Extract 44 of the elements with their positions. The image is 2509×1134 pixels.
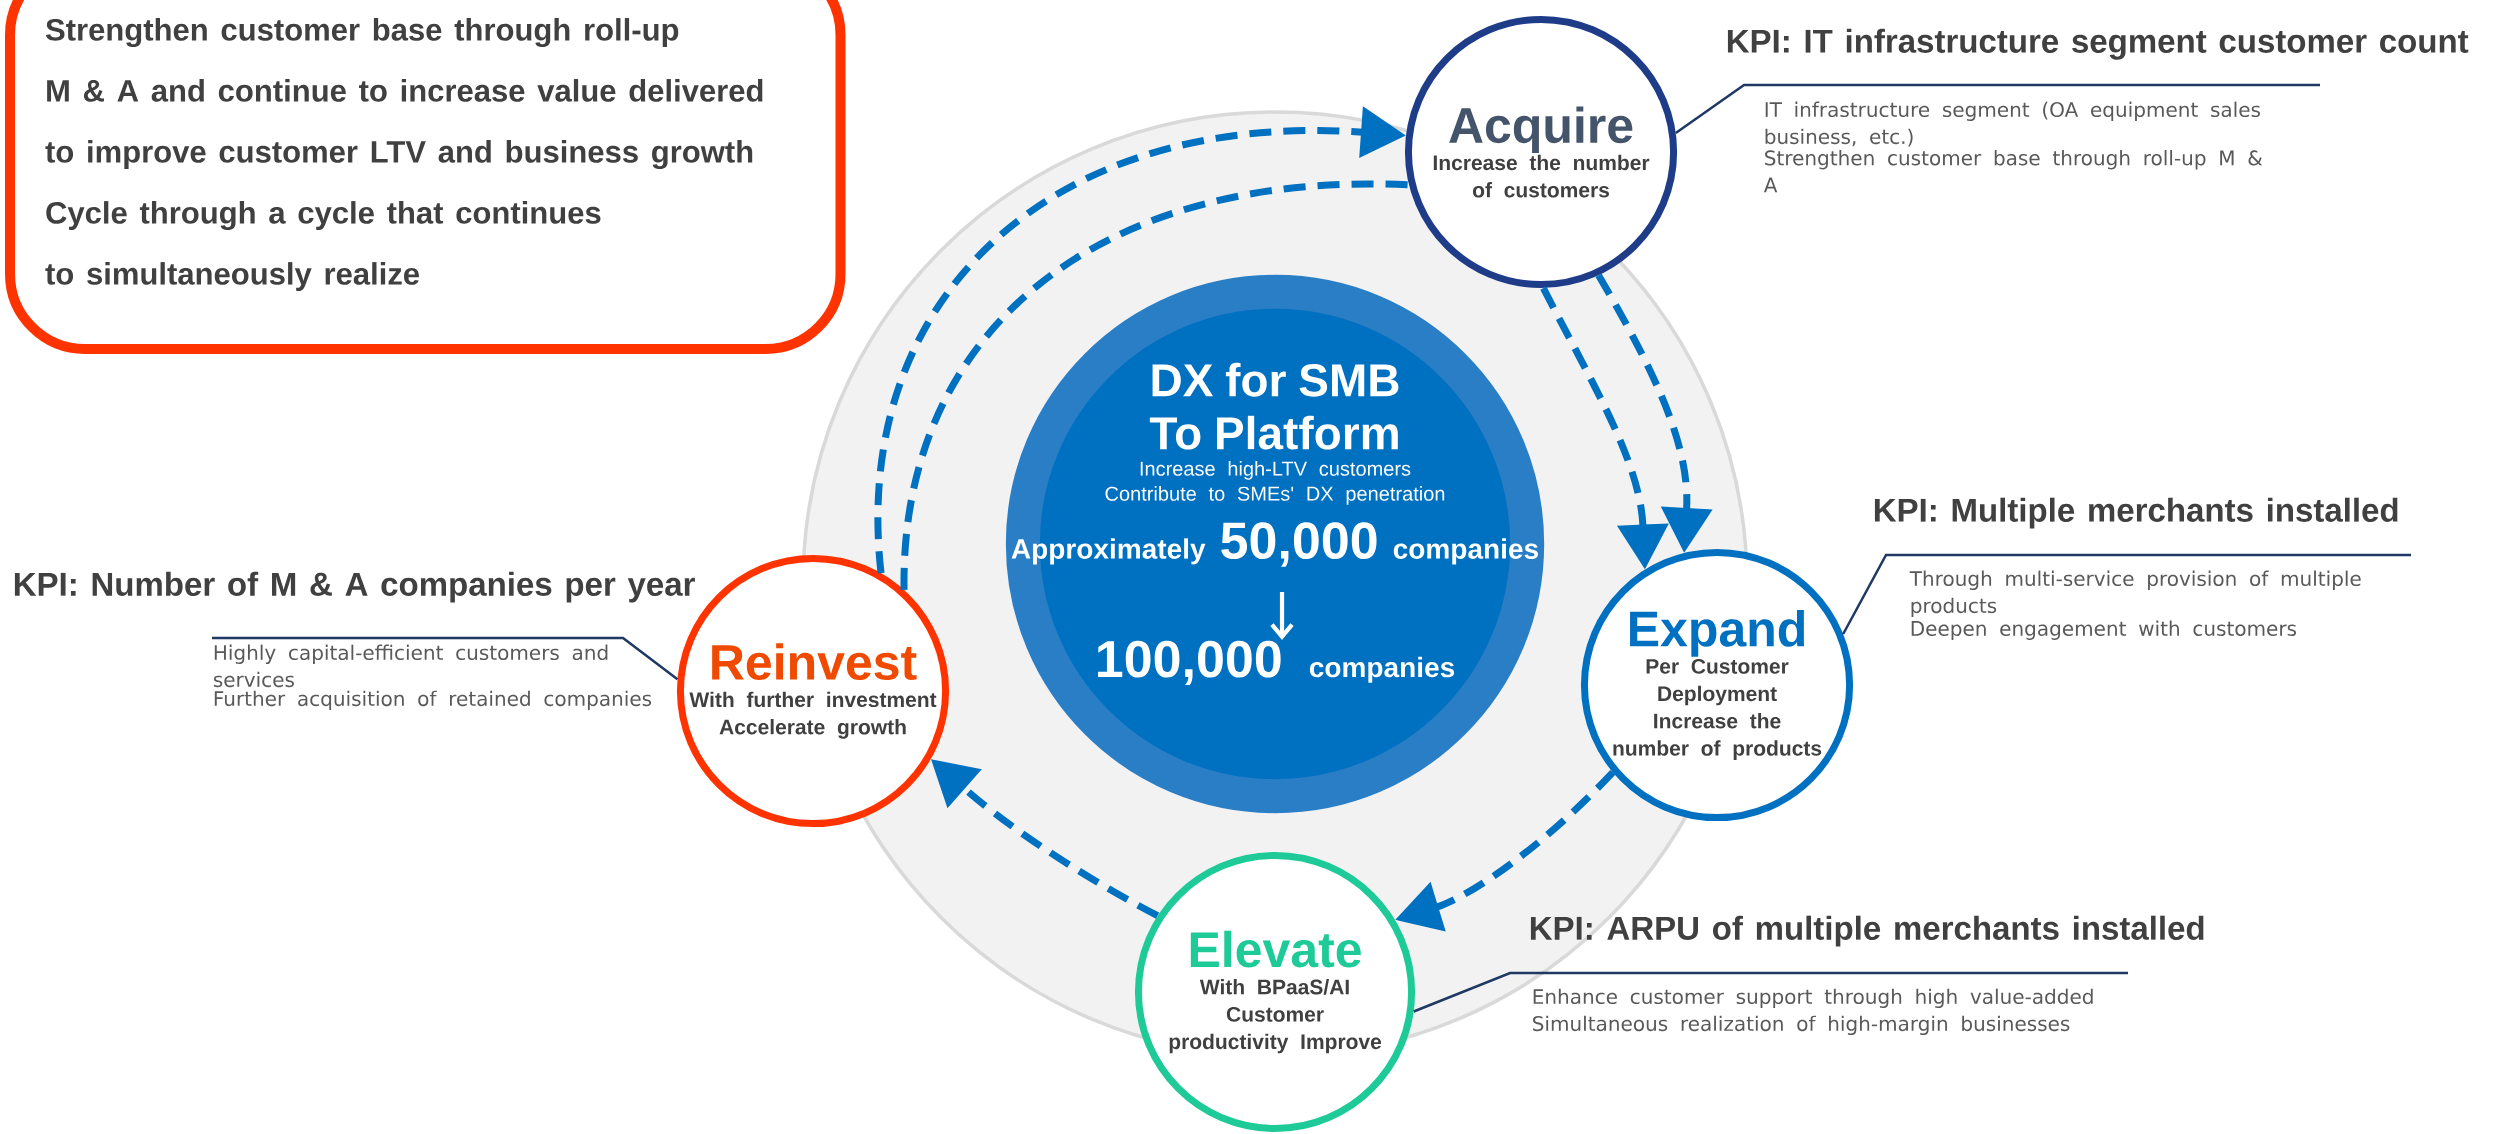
stage-title: Reinvest — [712, 643, 917, 681]
kpi-description: IT infrastructure segment (OA equipment sales business, etc.) — [1765, 101, 2260, 147]
text-line: Strengthen customer base through roll-up — [45, 18, 679, 48]
kpi-description: Highly capital-efficient customers and services — [213, 644, 608, 688]
stage-circle — [1580, 548, 1854, 822]
stage-text: Accelerate growth — [719, 719, 906, 739]
message-box — [5, 0, 846, 355]
stage-text: With further investment — [689, 691, 937, 708]
kpi-description: Further acquisition of retained companies — [214, 690, 652, 711]
hub-subtitle: Increase high-LTV customers Contribute to SMEs' DX penetration — [1105, 461, 1445, 505]
hub-number: 100,000 — [1098, 640, 1281, 686]
hub-title: DX for SMB To Platform — [1149, 362, 1399, 450]
kpi-description: Deepen engagement with customers — [1911, 620, 2297, 640]
kpi-title: KPI: Multiple merchants installed — [1874, 497, 2398, 529]
text-line: Cycle through a cycle that continues — [46, 201, 601, 231]
hub-number: 50,000 — [1221, 522, 1377, 567]
hub-text: Approximately — [1011, 538, 1206, 565]
stage-title: Acquire — [1449, 106, 1633, 154]
text-line: to simultaneously realize — [45, 262, 419, 291]
leader-line — [212, 636, 679, 681]
leader-line — [1413, 971, 2128, 1013]
stage-text: With BPaaS/AI — [1199, 979, 1349, 995]
leader-line — [1675, 83, 2321, 135]
stage-text: Customer productivity Improve — [1169, 1006, 1382, 1054]
platform-circle — [1005, 274, 1545, 814]
leader-line — [1842, 553, 2412, 635]
stage-circle — [1404, 15, 1678, 289]
kpi-description: Through multi-service provision of multiple products — [1909, 570, 2361, 618]
stage-text: Increase the number of products — [1613, 713, 1822, 760]
kpi-description: Simultaneous realization of high-margin businesses — [1533, 1015, 2070, 1036]
stage-text: Per Customer Deployment — [1646, 658, 1789, 706]
stage-circle — [1134, 851, 1416, 1133]
text-line: to improve customer LTV and business growth — [45, 140, 753, 170]
stage-text: Increase the number of customers — [1433, 154, 1650, 198]
hub-text: companies — [1393, 538, 1538, 565]
stage-title: Expand — [1630, 610, 1805, 657]
text-line: M & A and continue to increase value delivered — [47, 79, 763, 102]
kpi-title: KPI: IT infrastructure segment customer count — [1727, 28, 2469, 60]
stage-title: Elevate — [1190, 930, 1361, 968]
kpi-description: Enhance customer support through high value-added — [1533, 988, 2093, 1009]
kpi-title: KPI: ARPU of multiple merchants installed — [1530, 915, 2204, 947]
hub-text: companies — [1309, 656, 1455, 683]
kpi-description: Strengthen customer base through roll-up M & A — [1763, 150, 2263, 193]
kpi-title: KPI: Number of M & A companies per year — [14, 571, 695, 603]
